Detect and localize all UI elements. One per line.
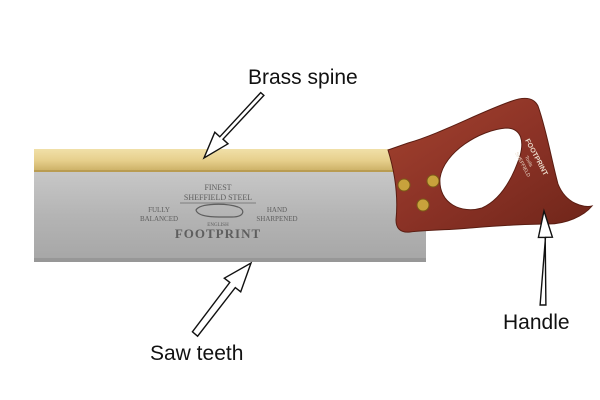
- rivet-3: [416, 198, 430, 212]
- etch-hand: HAND: [267, 206, 287, 214]
- etch-sheffield-steel: SHEFFIELD STEEL: [184, 193, 252, 202]
- etch-brand: FOOTPRINT: [175, 226, 261, 241]
- saw-teeth-edge: [34, 258, 426, 262]
- arrow-saw-teeth: [191, 261, 253, 338]
- label-brass-spine: Brass spine: [248, 66, 358, 89]
- etch-balanced: BALANCED: [140, 215, 178, 223]
- blade-etching: FINEST SHEFFIELD STEEL FULLY BALANCED HA…: [140, 183, 298, 241]
- etch-foot-emblem: [195, 203, 244, 218]
- handle-line2: Tools: [523, 155, 534, 169]
- etch-sharpened: SHARPENED: [256, 215, 297, 223]
- rivet-1: [397, 178, 411, 192]
- brass-spine: [34, 149, 420, 172]
- brass-spine-edge: [34, 170, 420, 172]
- etch-fully: FULLY: [148, 206, 170, 214]
- label-handle: Handle: [503, 311, 570, 334]
- label-saw-teeth: Saw teeth: [150, 342, 244, 365]
- saw-blade: [34, 170, 426, 262]
- arrow-brass-spine: [202, 91, 265, 160]
- rivet-2: [426, 174, 440, 188]
- etch-finest: FINEST: [204, 183, 231, 192]
- callout-arrows: [191, 91, 554, 338]
- etch-english: ENGLISH: [207, 223, 229, 228]
- handle-grip-hole: [439, 127, 523, 211]
- arrow-handle: [537, 208, 554, 306]
